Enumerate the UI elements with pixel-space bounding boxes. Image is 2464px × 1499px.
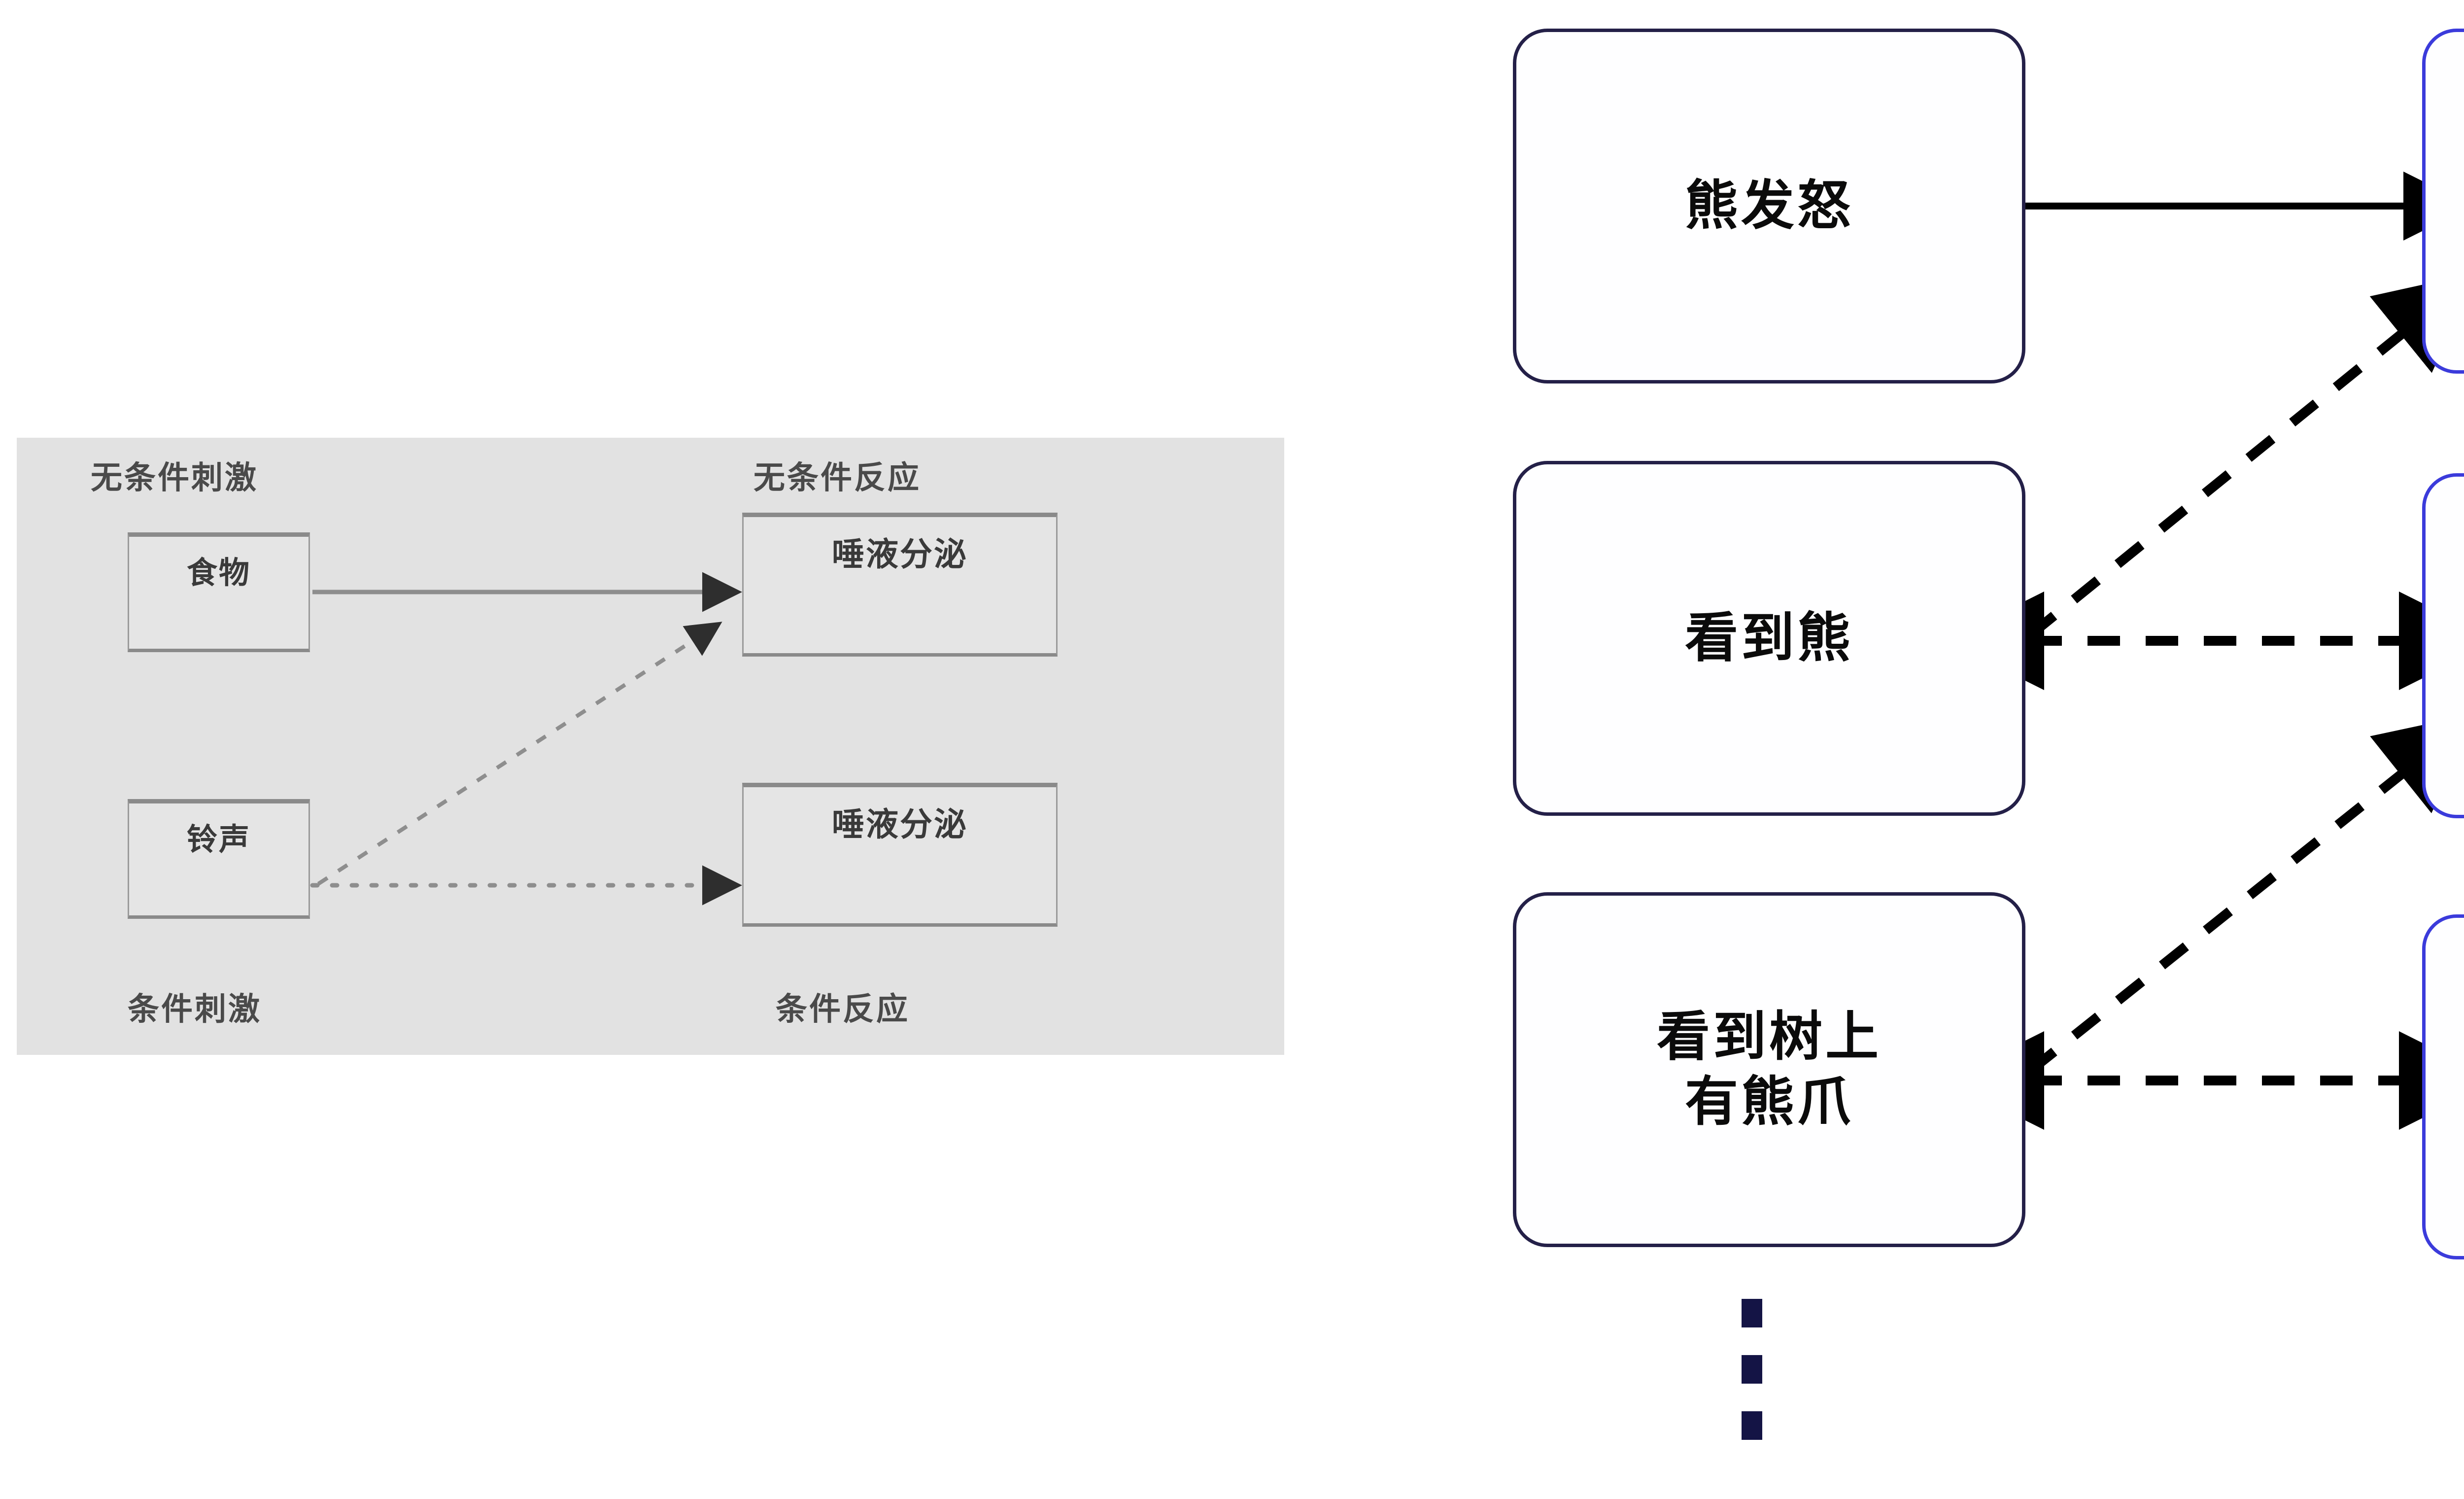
node-reward[interactable]: 奖励: [2422, 29, 2464, 374]
ellipsis-left-column: [1742, 1299, 1762, 1440]
node-see-paw[interactable]: 看到树上 有熊爪: [1513, 892, 2025, 1247]
conditioning-edges: [310, 572, 742, 906]
ellipsis-dot: [1742, 1411, 1762, 1440]
edge-seepaw-to-vsprime: [2027, 713, 2464, 1075]
caption-conditioned-stimulus: 条件刺激: [128, 991, 262, 1028]
node-see-bear-label: 看到熊: [1684, 607, 1853, 669]
box-salivation-conditioned: 唾液分泌: [742, 783, 1058, 927]
node-bear-angry[interactable]: 熊发怒: [1513, 29, 2025, 383]
caption-unconditioned-response: 无条件反应: [753, 460, 921, 496]
ellipsis-dot: [1742, 1355, 1762, 1384]
node-see-bear[interactable]: 看到熊: [1513, 461, 2025, 816]
node-value-current-state[interactable]: V(s): [2422, 914, 2464, 1259]
value-function-panel: 熊发怒 看到熊 看到树上 有熊爪 奖励 V(s′) V(s): [1469, 0, 2464, 1499]
box-bell: 铃声: [128, 799, 310, 919]
box-salivation-unconditioned: 唾液分泌: [742, 513, 1058, 657]
node-bear-angry-label: 熊发怒: [1684, 175, 1853, 237]
caption-conditioned-response: 条件反应: [776, 991, 910, 1028]
ellipsis-dot: [1742, 1299, 1762, 1327]
edge-bell-salivation-uncond: [317, 622, 722, 886]
edge-seebear-to-reward: [2027, 272, 2464, 639]
box-food-label: 食物: [186, 555, 251, 591]
value-diagram-edges: [1946, 172, 2464, 1130]
box-bell-label: 铃声: [186, 821, 251, 857]
box-salivation-unconditioned-label: 唾液分泌: [832, 535, 968, 573]
node-see-paw-label: 看到树上 有熊爪: [1656, 1006, 1882, 1133]
box-salivation-conditioned-label: 唾液分泌: [832, 805, 968, 843]
caption-unconditioned-stimulus: 无条件刺激: [91, 460, 258, 496]
classical-conditioning-panel: 无条件刺激 无条件反应 条件刺激 条件反应 食物 铃声 唾液分泌 唾液分泌: [17, 438, 1284, 1055]
box-food: 食物: [128, 532, 310, 652]
node-value-next-state[interactable]: V(s′): [2422, 473, 2464, 818]
